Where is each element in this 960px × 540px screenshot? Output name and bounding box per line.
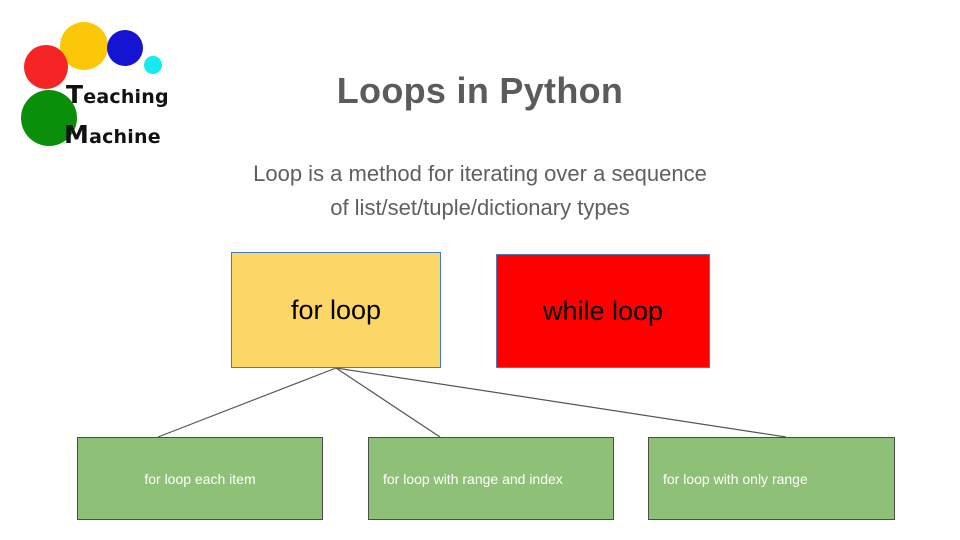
node-while-loop[interactable]: while loop <box>496 254 710 368</box>
logo-word-teaching: Teaching <box>66 80 169 109</box>
node-while-loop-label: while loop <box>542 295 664 326</box>
logo-rest-eaching: eaching <box>83 86 169 108</box>
node-for-loop-each-item-label: for loop each item <box>144 470 256 487</box>
red-circle <box>24 45 68 89</box>
subtitle-line-2: of list/set/tuple/dictionary types <box>330 195 630 220</box>
node-for-loop-label: for loop <box>290 294 382 325</box>
connector-for-loop-to-leaf-1 <box>157 367 337 438</box>
green-circle <box>21 90 77 146</box>
logo-cap-m: M <box>64 120 90 149</box>
node-for-loop-each-item[interactable]: for loop each item <box>77 437 323 520</box>
slide-title: Loops in Python <box>336 70 624 111</box>
node-for-loop-with-range-and-index[interactable]: for loop with range and index <box>368 437 614 520</box>
logo-cap-t: T <box>66 80 84 109</box>
blue-circle <box>107 30 143 66</box>
logo-word-machine: Machine <box>64 120 161 149</box>
node-for-loop-with-only-range[interactable]: for loop with only range <box>648 437 895 520</box>
logo-rest-achine: achine <box>89 126 161 148</box>
cyan-circle <box>144 56 162 74</box>
node-for-loop-with-range-and-index-label: for loop with range and index <box>383 470 563 487</box>
node-for-loop-with-only-range-label: for loop with only range <box>663 470 808 487</box>
yellow-circle <box>60 22 108 70</box>
subtitle-line-1: Loop is a method for iterating over a se… <box>253 161 707 186</box>
connector-for-loop-to-leaf-2 <box>335 367 441 438</box>
slide-subtitle: Loop is a method for iterating over a se… <box>160 157 800 225</box>
node-for-loop[interactable]: for loop <box>231 252 441 368</box>
logo-circles <box>21 22 162 146</box>
teaching-machine-logo: Teaching Machine <box>14 14 189 149</box>
connector-for-loop-to-leaf-3 <box>335 367 787 438</box>
